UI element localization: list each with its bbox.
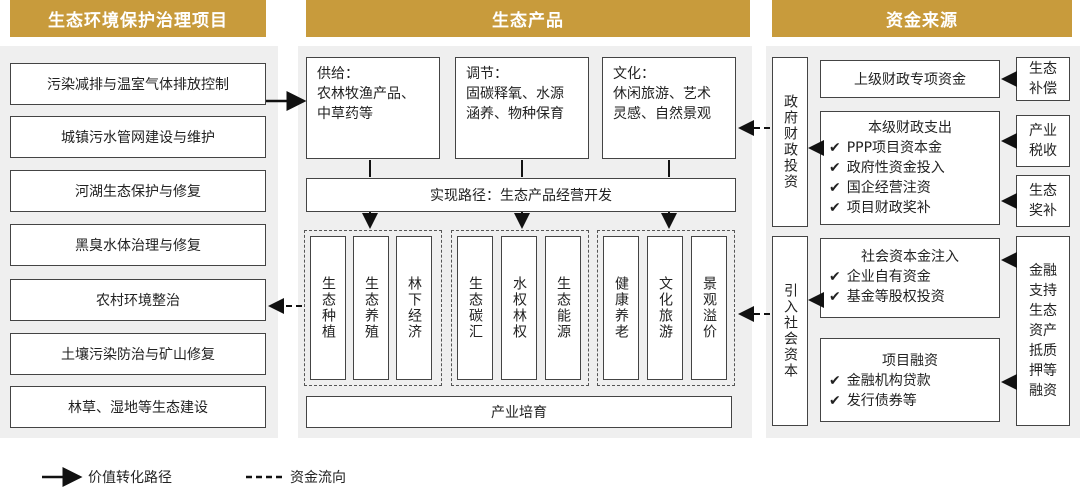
culture-title: 文化：: [613, 66, 655, 82]
group-item: 生态种植: [310, 236, 346, 380]
regulate-title: 调节：: [466, 66, 508, 82]
legend-solid-label: 价值转化路径: [88, 470, 172, 486]
project-item: 城镇污水管网建设与维护: [10, 116, 266, 158]
culture-line: 灵感、自然景观: [613, 106, 711, 122]
header-products: 生态产品: [306, 0, 750, 37]
group-item: 文化旅游: [647, 236, 683, 380]
gov-invest-box: 政府财政投资: [772, 57, 808, 227]
group-3: [597, 230, 735, 386]
project-item: 污染减排与温室气体排放控制: [10, 63, 266, 105]
social-capital-box: 引入社会资本: [772, 236, 808, 426]
local-fund-item: 政府性资金投入: [829, 158, 991, 178]
group-item: 生态碳汇: [457, 236, 493, 380]
social-injection-title: 社会资本金注入: [861, 249, 959, 265]
legend-dashed-label: 资金流向: [290, 470, 346, 486]
group-item: 生态能源: [545, 236, 581, 380]
project-item: 林草、湿地等生态建设: [10, 386, 266, 428]
social-injection-item: 企业自有资金: [829, 267, 991, 287]
project-finance-title: 项目融资: [882, 353, 938, 369]
supply-box: 供给： 农林牧渔产品、 中草药等: [306, 57, 440, 159]
project-item: 黑臭水体治理与修复: [10, 224, 266, 266]
group-item: 生态养殖: [353, 236, 389, 380]
group-item: 健康养老: [603, 236, 639, 380]
path-box: 实现路径：生态产品经营开发: [306, 178, 736, 212]
supply-line: 农林牧渔产品、: [317, 86, 415, 102]
industry-tax-box: 产业税收: [1016, 115, 1070, 167]
regulate-box: 调节： 固碳释氧、水源 涵养、物种保育: [455, 57, 589, 159]
upper-fund-box: 上级财政专项资金: [820, 60, 1000, 98]
supply-title: 供给：: [317, 66, 359, 82]
header-projects: 生态环境保护治理项目: [10, 0, 266, 37]
culture-box: 文化： 休闲旅游、艺术 灵感、自然景观: [602, 57, 736, 159]
local-fund-item: 项目财政奖补: [829, 198, 991, 218]
culture-line: 休闲旅游、艺术: [613, 86, 711, 102]
project-item: 土壤污染防治与矿山修复: [10, 333, 266, 375]
project-finance-box: 项目融资 金融机构贷款 发行债券等: [820, 338, 1000, 422]
project-finance-item: 金融机构贷款: [829, 371, 991, 391]
group-1: [304, 230, 442, 386]
regulate-line: 涵养、物种保育: [466, 106, 564, 122]
local-fund-title: 本级财政支出: [868, 120, 952, 136]
group-item: 景观溢价: [691, 236, 727, 380]
regulate-line: 固碳释氧、水源: [466, 86, 564, 102]
group-item: 林下经济: [396, 236, 432, 380]
header-funding: 资金来源: [772, 0, 1072, 37]
eco-reward-box: 生态奖补: [1016, 175, 1070, 227]
social-injection-box: 社会资本金注入 企业自有资金 基金等股权投资: [820, 238, 1000, 318]
social-injection-item: 基金等股权投资: [829, 287, 991, 307]
project-item: 农村环境整治: [10, 279, 266, 321]
group-item: 水权林权: [501, 236, 537, 380]
project-item: 河湖生态保护与修复: [10, 170, 266, 212]
finance-support-box: 金融支持生态资产抵质押等融资: [1016, 236, 1070, 426]
industry-box: 产业培育: [306, 396, 732, 428]
eco-comp-box: 生态补偿: [1016, 57, 1070, 101]
local-fund-box: 本级财政支出 PPP项目资本金 政府性资金投入 国企经营注资 项目财政奖补: [820, 111, 1000, 225]
local-fund-item: PPP项目资本金: [829, 138, 991, 158]
group-2: [451, 230, 589, 386]
project-finance-item: 发行债券等: [829, 391, 991, 411]
local-fund-item: 国企经营注资: [829, 178, 991, 198]
supply-line: 中草药等: [317, 106, 373, 122]
